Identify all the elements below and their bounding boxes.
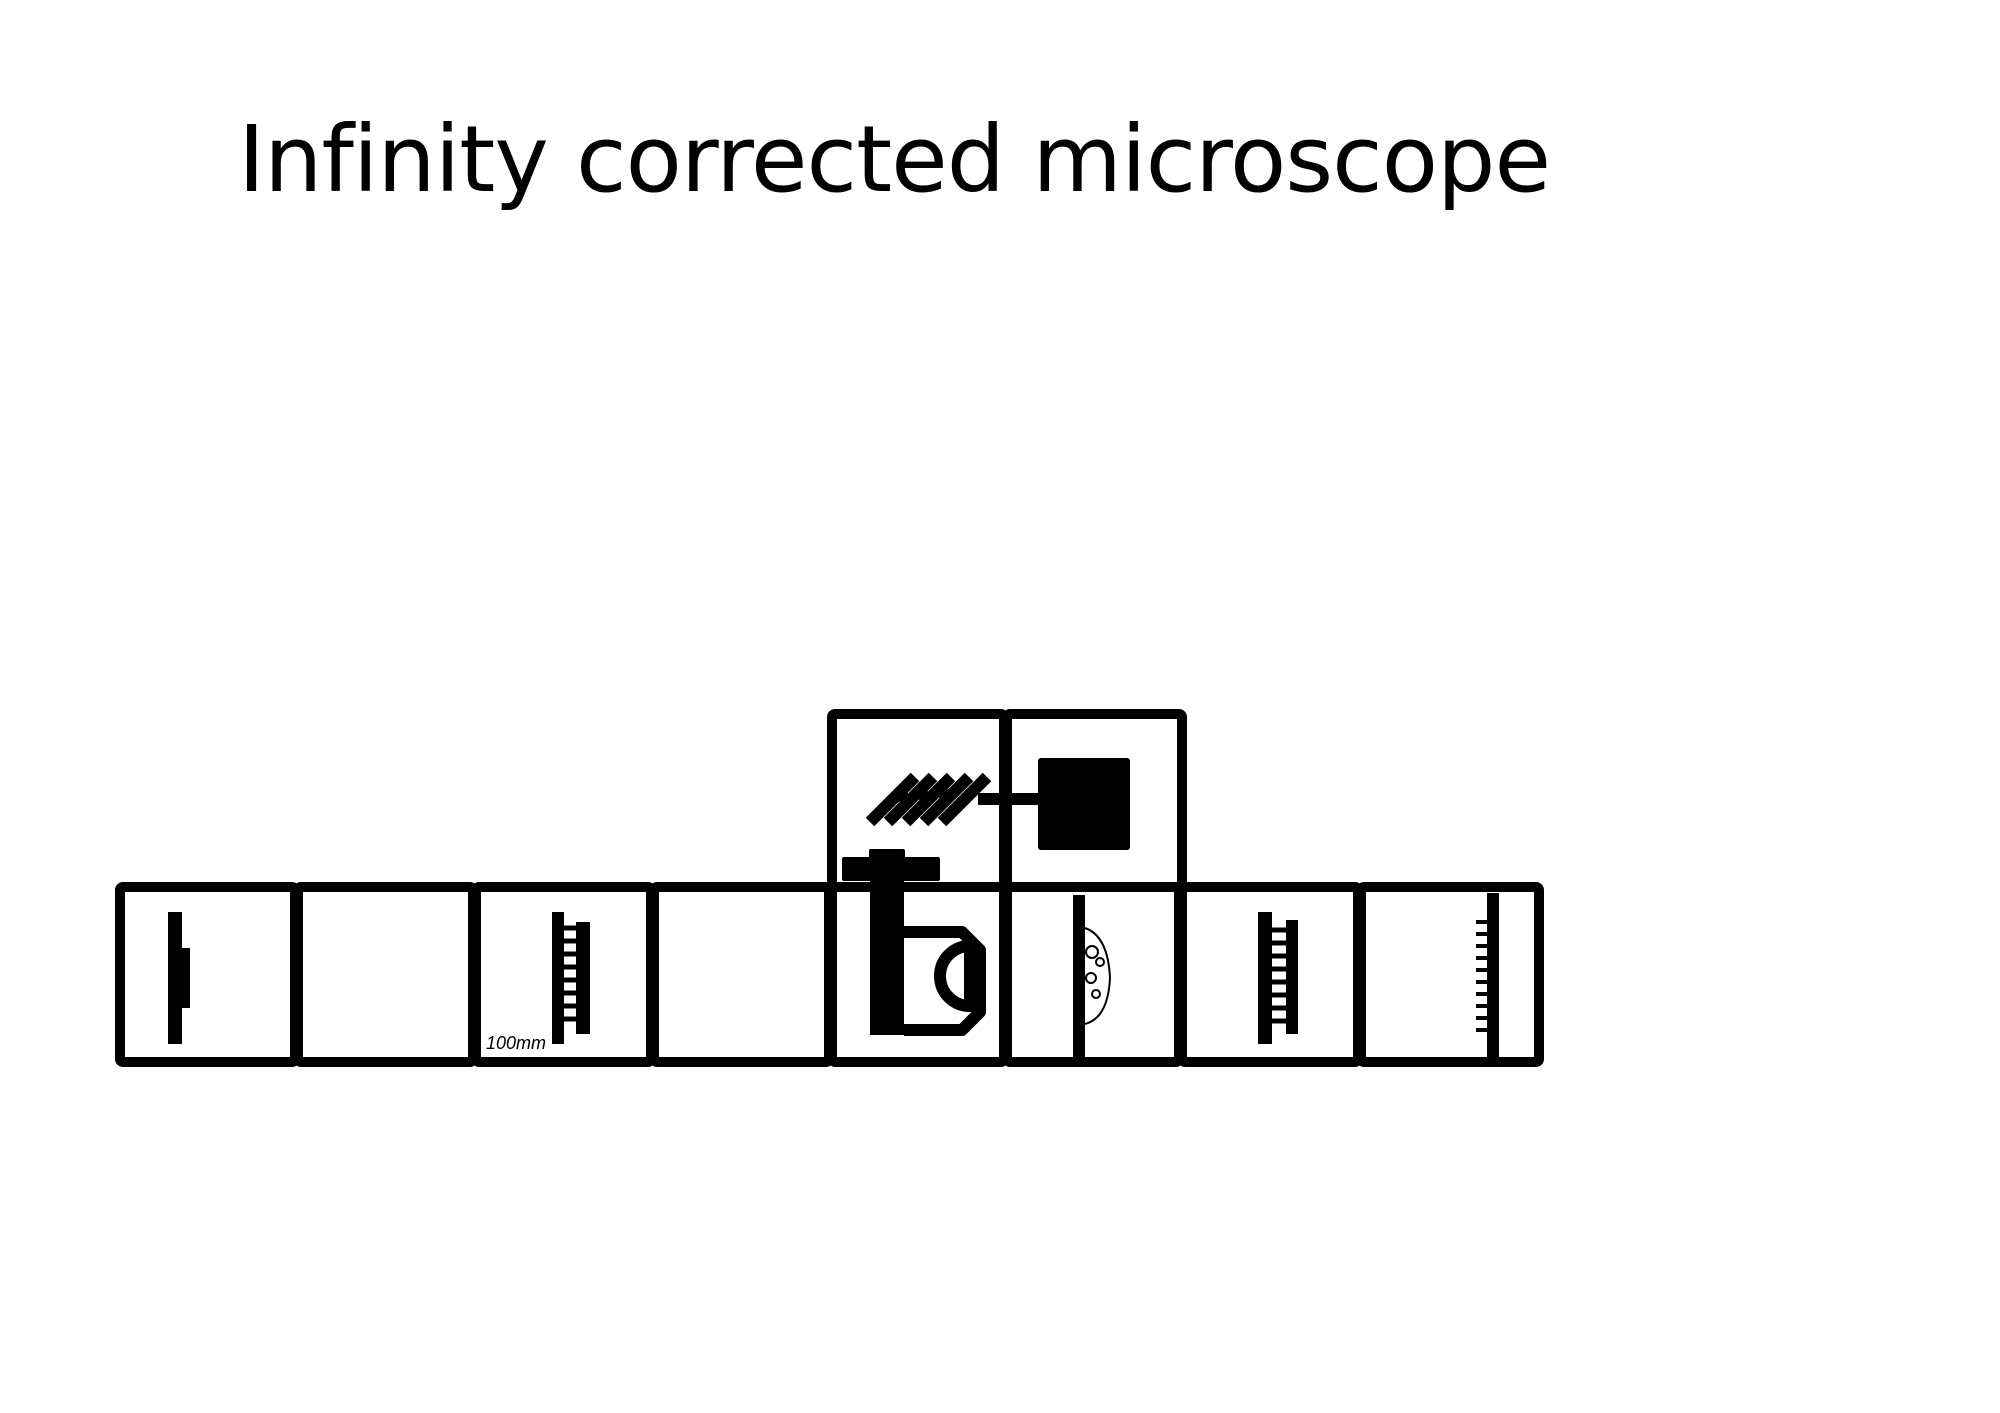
rail-cube-4: [649, 882, 834, 1067]
tube-lens-element: [552, 912, 590, 1044]
mirror-holder-element: [904, 926, 986, 1036]
sample-specimen: [1084, 927, 1112, 1025]
filter-tick-marks: [891, 785, 957, 807]
post-mount-element: [842, 849, 940, 1035]
rail-cube-2: [293, 882, 478, 1067]
light-source-element: [168, 912, 190, 1044]
lens-focal-label: 100mm: [486, 1033, 546, 1053]
camera-detector: [1038, 758, 1130, 850]
page-title: Infinity corrected microscope: [238, 106, 1551, 213]
dichroic-half-disc: [934, 939, 976, 1013]
eyepiece-screen-element: [1476, 893, 1499, 1057]
rail-cube-8: [1356, 882, 1544, 1067]
rail-cube-1: [115, 882, 300, 1067]
beam-connector: [978, 793, 1038, 805]
sample-plate-divider: [1073, 895, 1085, 1057]
objective-lens-element: [1258, 912, 1298, 1044]
